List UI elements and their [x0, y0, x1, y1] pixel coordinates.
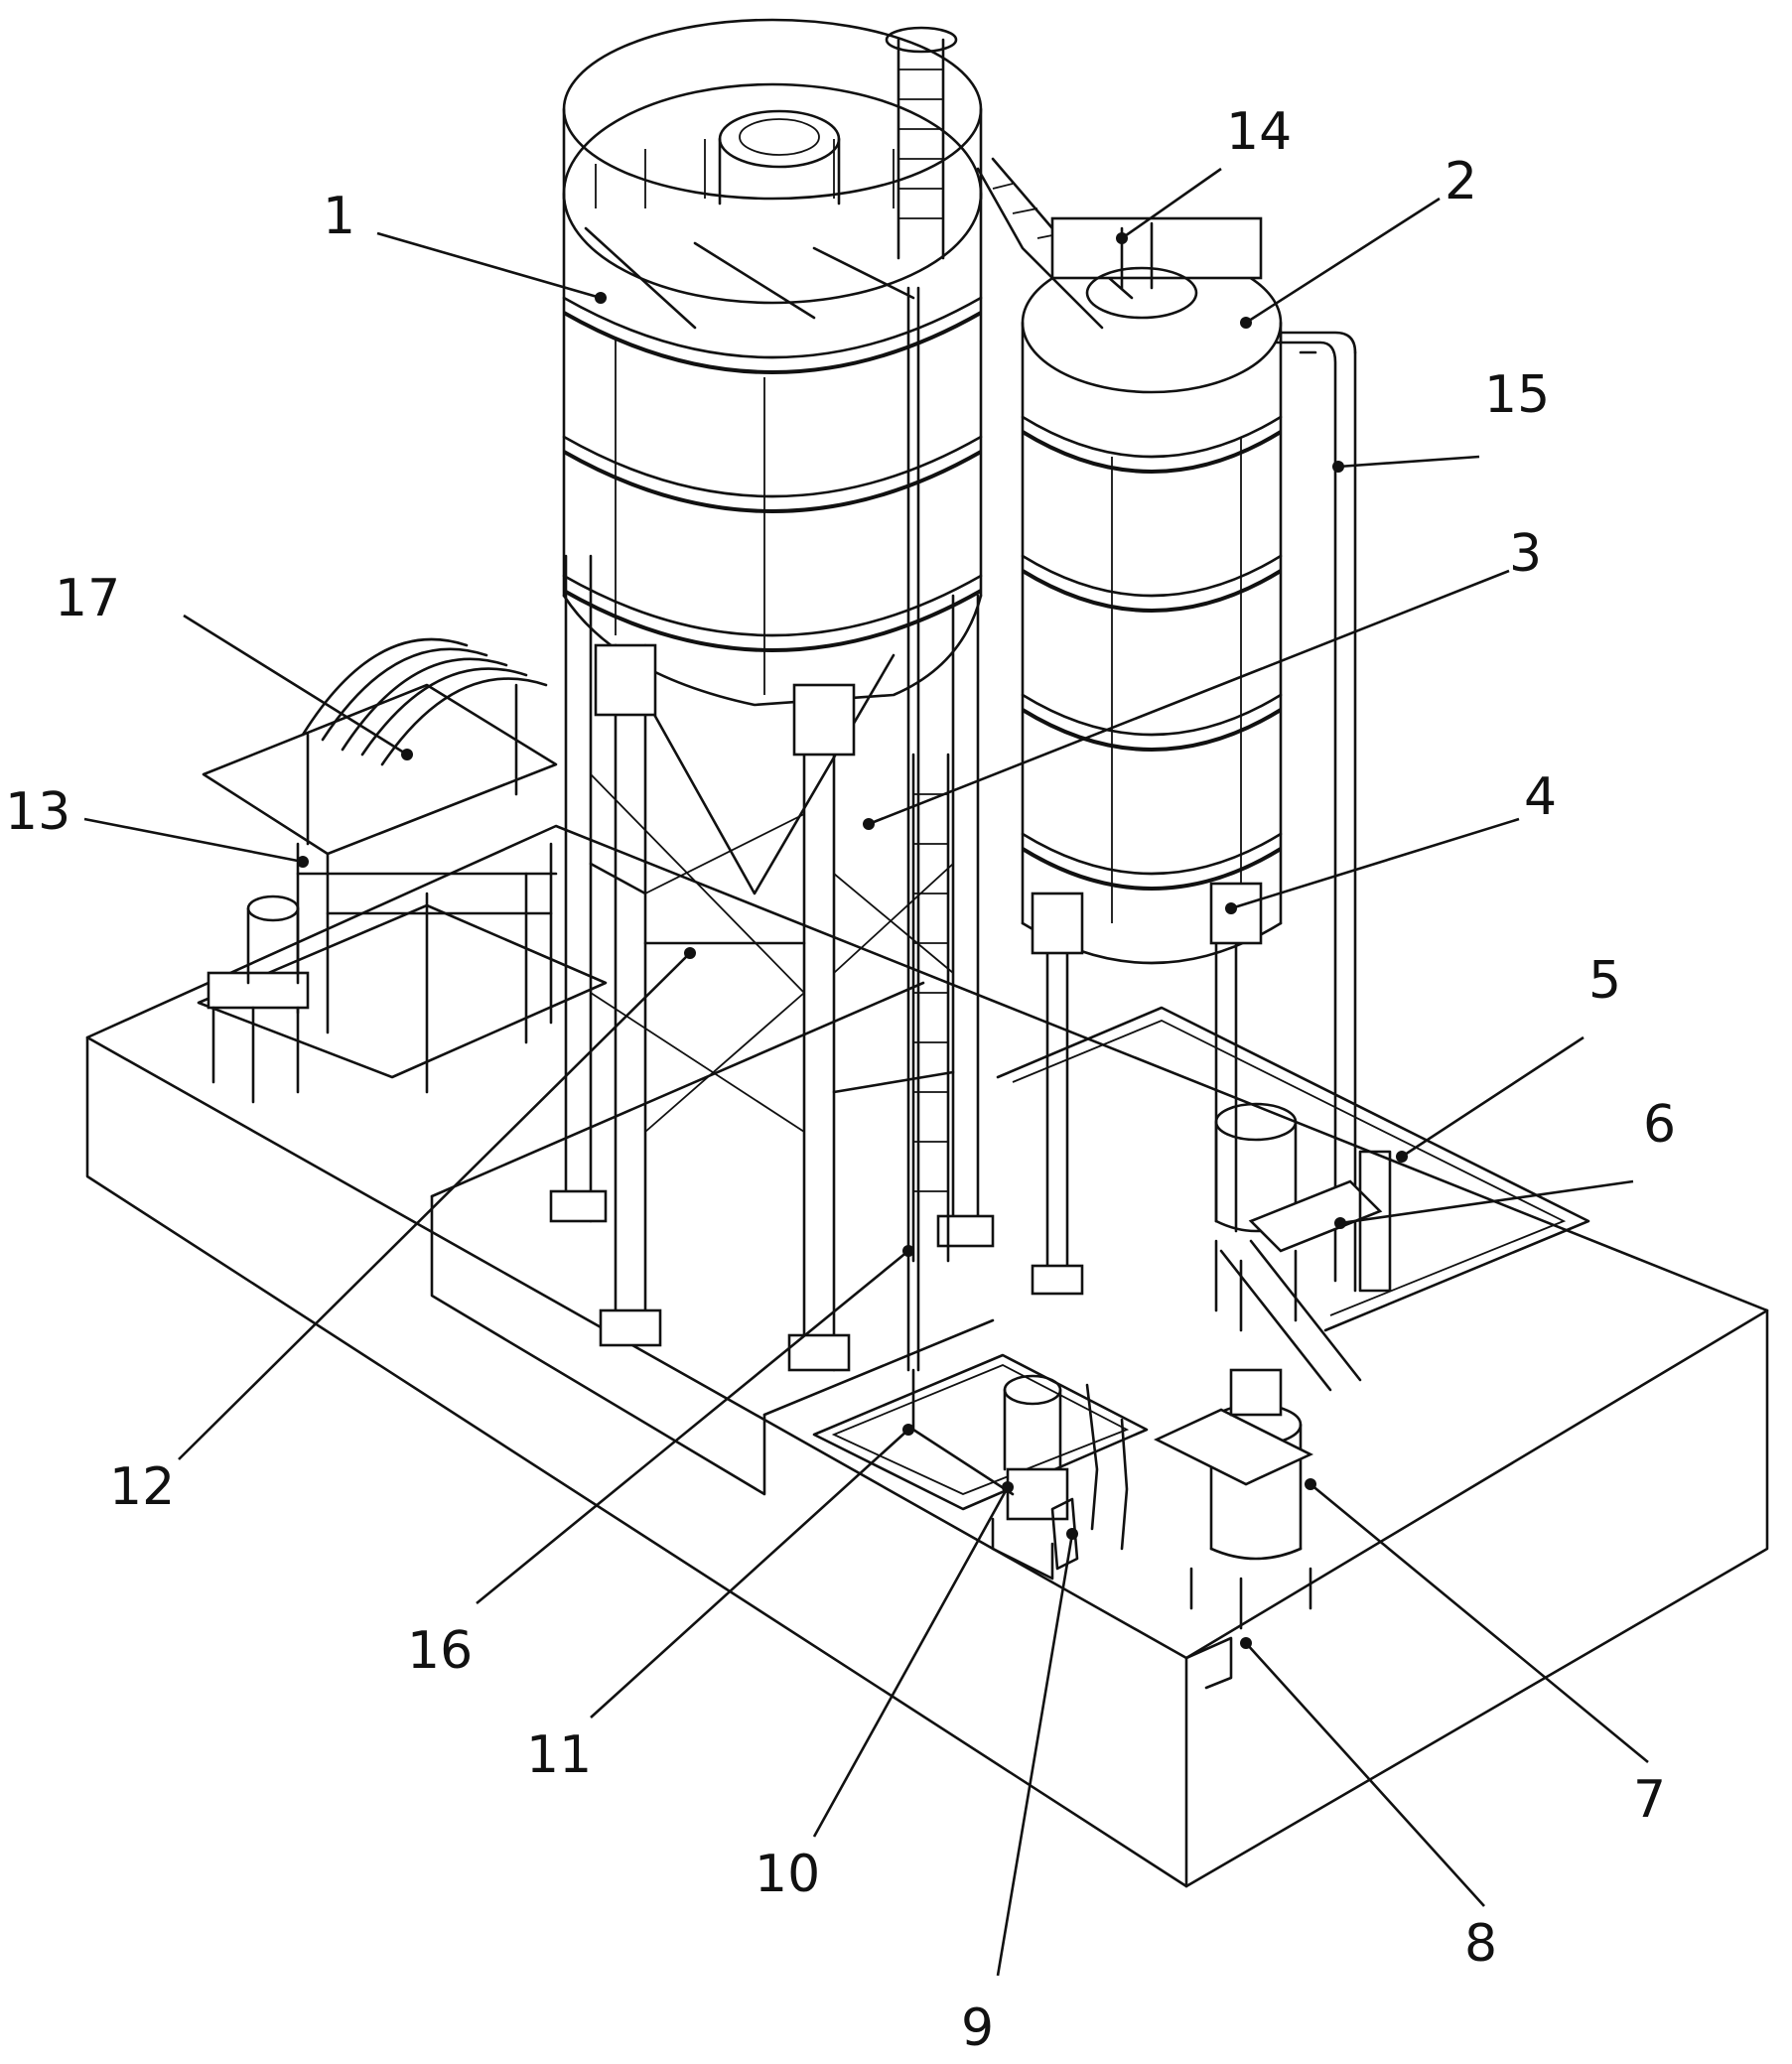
label-8: 8	[1464, 1914, 1497, 1974]
label-6: 6	[1643, 1095, 1676, 1155]
label-14: 14	[1226, 102, 1292, 162]
dosing-equipment	[1153, 1102, 1392, 1630]
label-12: 12	[109, 1457, 175, 1517]
label-9: 9	[961, 1998, 994, 2058]
concrete-base	[85, 824, 1769, 1888]
pump-station	[911, 1368, 1129, 1581]
label-4: 4	[1524, 767, 1557, 827]
label-2: 2	[1445, 152, 1477, 211]
callout-leaders	[83, 167, 1649, 1977]
label-5: 5	[1588, 951, 1621, 1011]
label-3: 3	[1509, 524, 1542, 584]
second-tank	[1021, 216, 1357, 1296]
callout-labels: 1 2 3 4 5 6 7 8 9 10 11 12 13 14 15 16 1…	[5, 102, 1676, 2058]
label-16: 16	[407, 1621, 473, 1681]
filter-press	[202, 637, 558, 1104]
main-tank	[549, 18, 995, 1372]
label-1: 1	[323, 187, 355, 246]
label-7: 7	[1633, 1770, 1666, 1830]
label-15: 15	[1484, 365, 1550, 425]
label-10: 10	[755, 1845, 820, 1904]
label-11: 11	[526, 1725, 592, 1785]
label-17: 17	[55, 569, 120, 628]
label-13: 13	[5, 782, 70, 842]
